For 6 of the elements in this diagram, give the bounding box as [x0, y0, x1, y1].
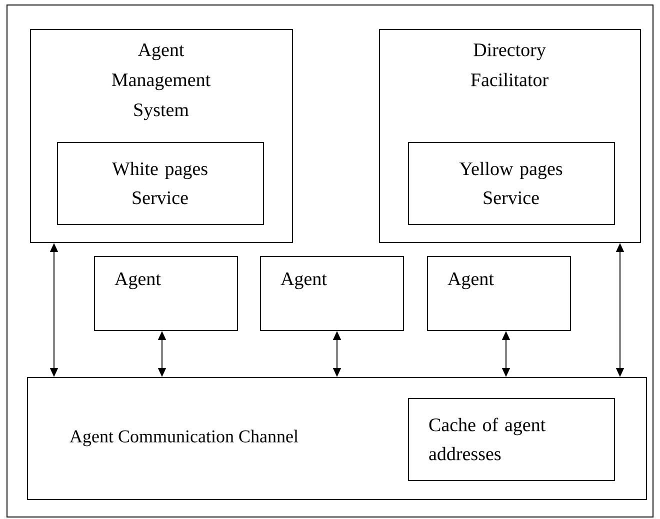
- box: Cache of agent addresses: [408, 398, 615, 481]
- box: Yellow pages Service: [408, 142, 615, 225]
- box: Agent: [427, 256, 571, 331]
- box: Agent: [94, 256, 238, 331]
- box: White pages Service: [57, 142, 264, 225]
- box: Agent: [260, 256, 404, 331]
